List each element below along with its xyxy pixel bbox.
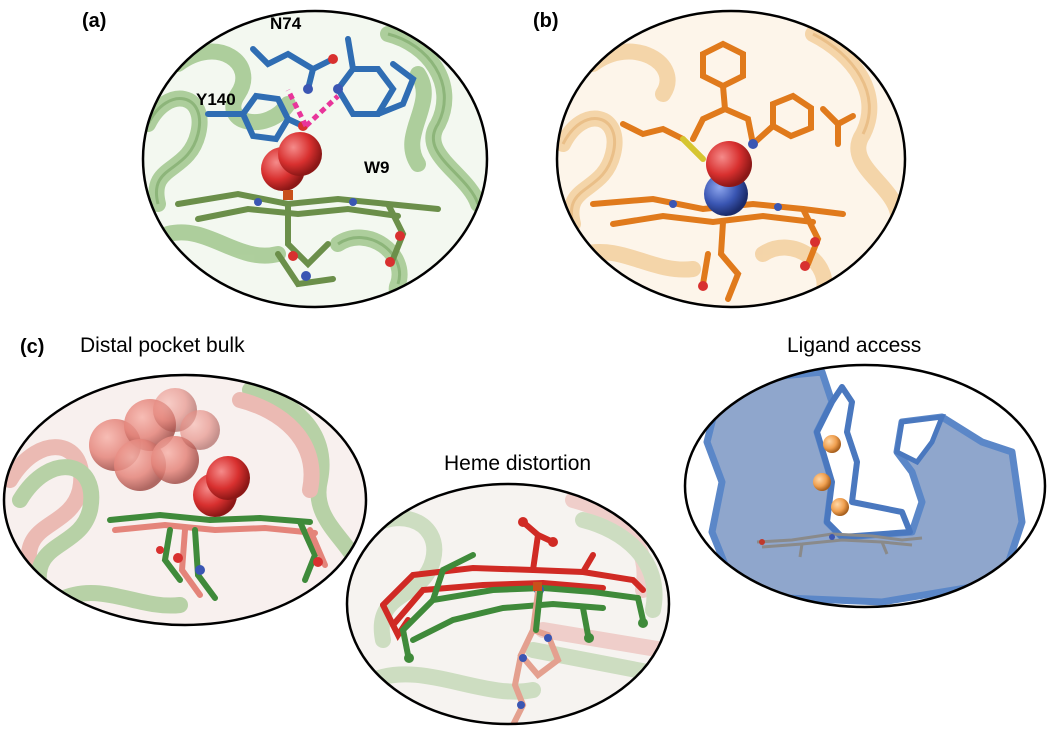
panel-b-structure bbox=[555, 9, 907, 309]
panel-c-heme-distortion bbox=[345, 482, 671, 726]
panel-a-structure bbox=[141, 9, 489, 309]
caption-heme-distortion: Heme distortion bbox=[444, 452, 592, 475]
caption-ligand-access: Ligand access bbox=[787, 334, 922, 357]
residue-label-w9: W9 bbox=[364, 158, 390, 177]
panel-c-distal-pocket bbox=[2, 373, 368, 627]
panel-b-label: (b) bbox=[533, 10, 559, 32]
residue-label-n74: N74 bbox=[270, 14, 302, 33]
panel-c-ligand-access bbox=[683, 363, 1047, 609]
panel-a-label: (a) bbox=[82, 10, 107, 32]
panel-c-label: (c) bbox=[20, 336, 45, 358]
residue-label-y140: Y140 bbox=[196, 90, 236, 109]
caption-distal-pocket-bulk: Distal pocket bulk bbox=[80, 334, 245, 357]
